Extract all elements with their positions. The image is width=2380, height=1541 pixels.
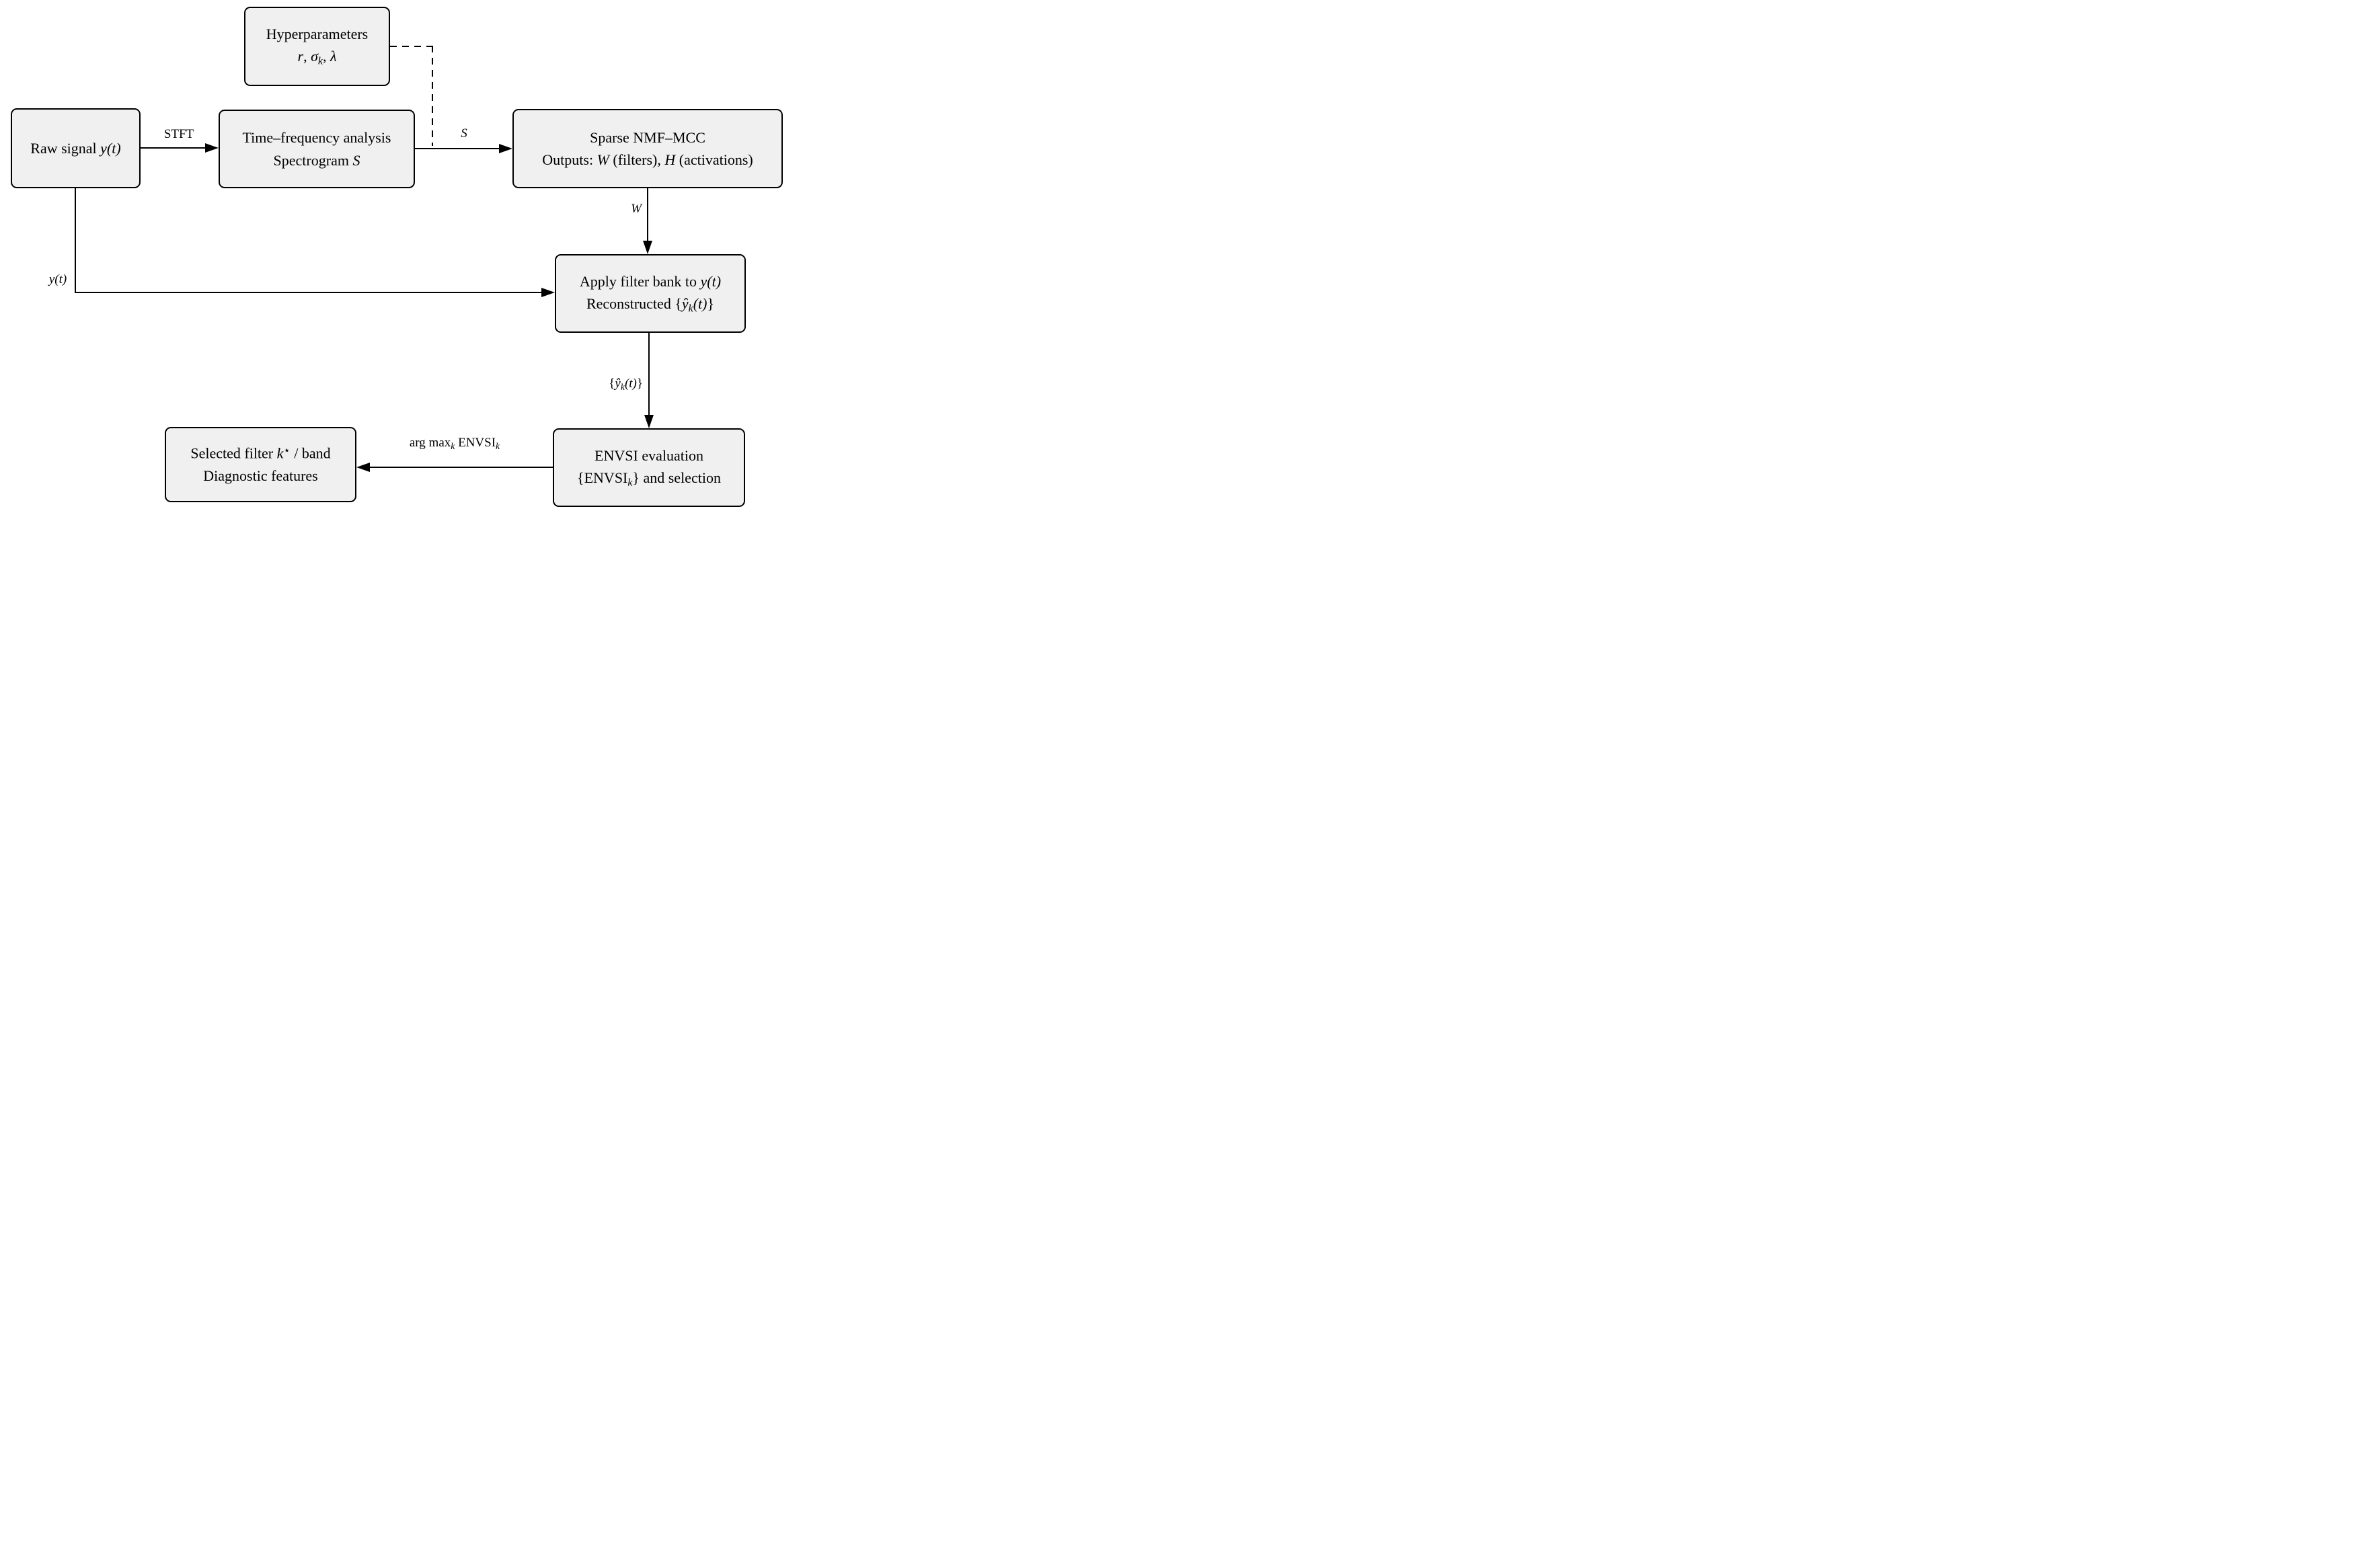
arrowhead-argmax [356,463,370,472]
apply-filter-title: Apply filter bank to y(t) [579,272,722,290]
stft-label-text: STFT [163,127,194,141]
edge-label-yhat: {ŷk(t)} [569,377,643,393]
envsi-title: ENVSI evaluation [594,446,703,464]
yhat-arg: (t) [624,377,637,391]
arrowhead-yt [541,288,555,297]
node-sparse-nmf-mcc: Sparse NMF–MCC Outputs: W (filters), H (… [512,109,783,188]
edge-label-yt: y(t) [31,272,85,288]
arrowhead-s [499,144,512,153]
edge-w [646,188,649,243]
yt-label-text: y(t) [48,272,67,286]
edge-s [415,147,501,150]
time-frequency-title: Time–frequency analysis [242,129,391,147]
yhat-subscript: k [620,381,625,392]
edge-label-argmax: arg maxk ENVSIk [374,436,535,452]
yhat-brace-open: { [609,377,615,391]
w-label-text: W [631,202,642,216]
edge-hyper-dashed-vertical [432,46,433,146]
selected-filter-subtitle: Diagnostic features [203,467,318,485]
argmax-envsi-text: ENVSI [455,436,496,450]
node-time-frequency: Time–frequency analysis Spectrogram S [219,110,415,188]
arrowhead-w [643,241,652,254]
apply-filter-subtitle: Reconstructed {ŷk(t)} [586,294,715,315]
yhat-var: ŷ [615,377,621,391]
hyperparameters-symbols: r, σk, λ [297,48,337,67]
node-raw-signal: Raw signal y(t) [11,108,141,188]
arrowhead-yhat [644,415,654,428]
time-frequency-subtitle: Spectrogram S [273,151,360,169]
edge-hyper-dashed-horizontal [390,46,433,47]
argmax-text: arg max [409,436,451,450]
edge-argmax [369,466,553,469]
node-selected-filter: Selected filter k⋆ / band Diagnostic fea… [165,427,356,502]
argmax-subscript: k [451,440,455,451]
yhat-brace-close: } [636,377,643,391]
hyperparameters-title: Hyperparameters [266,26,369,43]
flow-diagram: STFT S W y(t) {ŷk(t)} arg maxk ENVSIk Hy… [0,0,794,514]
argmax-envsi-subscript: k [496,440,500,451]
envsi-subtitle: {ENVSIk} and selection [577,469,721,489]
node-apply-filter-bank: Apply filter bank to y(t) Reconstructed … [555,254,746,333]
edge-stft [141,147,208,149]
edge-label-w: W [613,202,642,217]
edge-label-s: S [451,126,477,142]
arrowhead-stft [205,143,219,153]
s-label-text: S [461,126,467,141]
node-envsi-evaluation: ENVSI evaluation {ENVSIk} and selection [553,428,745,507]
nmf-outputs: Outputs: W (filters), H (activations) [542,151,753,168]
nmf-title: Sparse NMF–MCC [590,128,705,146]
edge-yt-vertical [74,188,77,293]
node-hyperparameters: Hyperparameters r, σk, λ [244,7,390,86]
edge-yt-horizontal [74,291,543,294]
raw-signal-label: Raw signal y(t) [30,139,121,157]
edge-yhat [648,333,650,418]
selected-filter-title: Selected filter k⋆ / band [190,444,331,462]
edge-label-stft: STFT [145,127,213,143]
